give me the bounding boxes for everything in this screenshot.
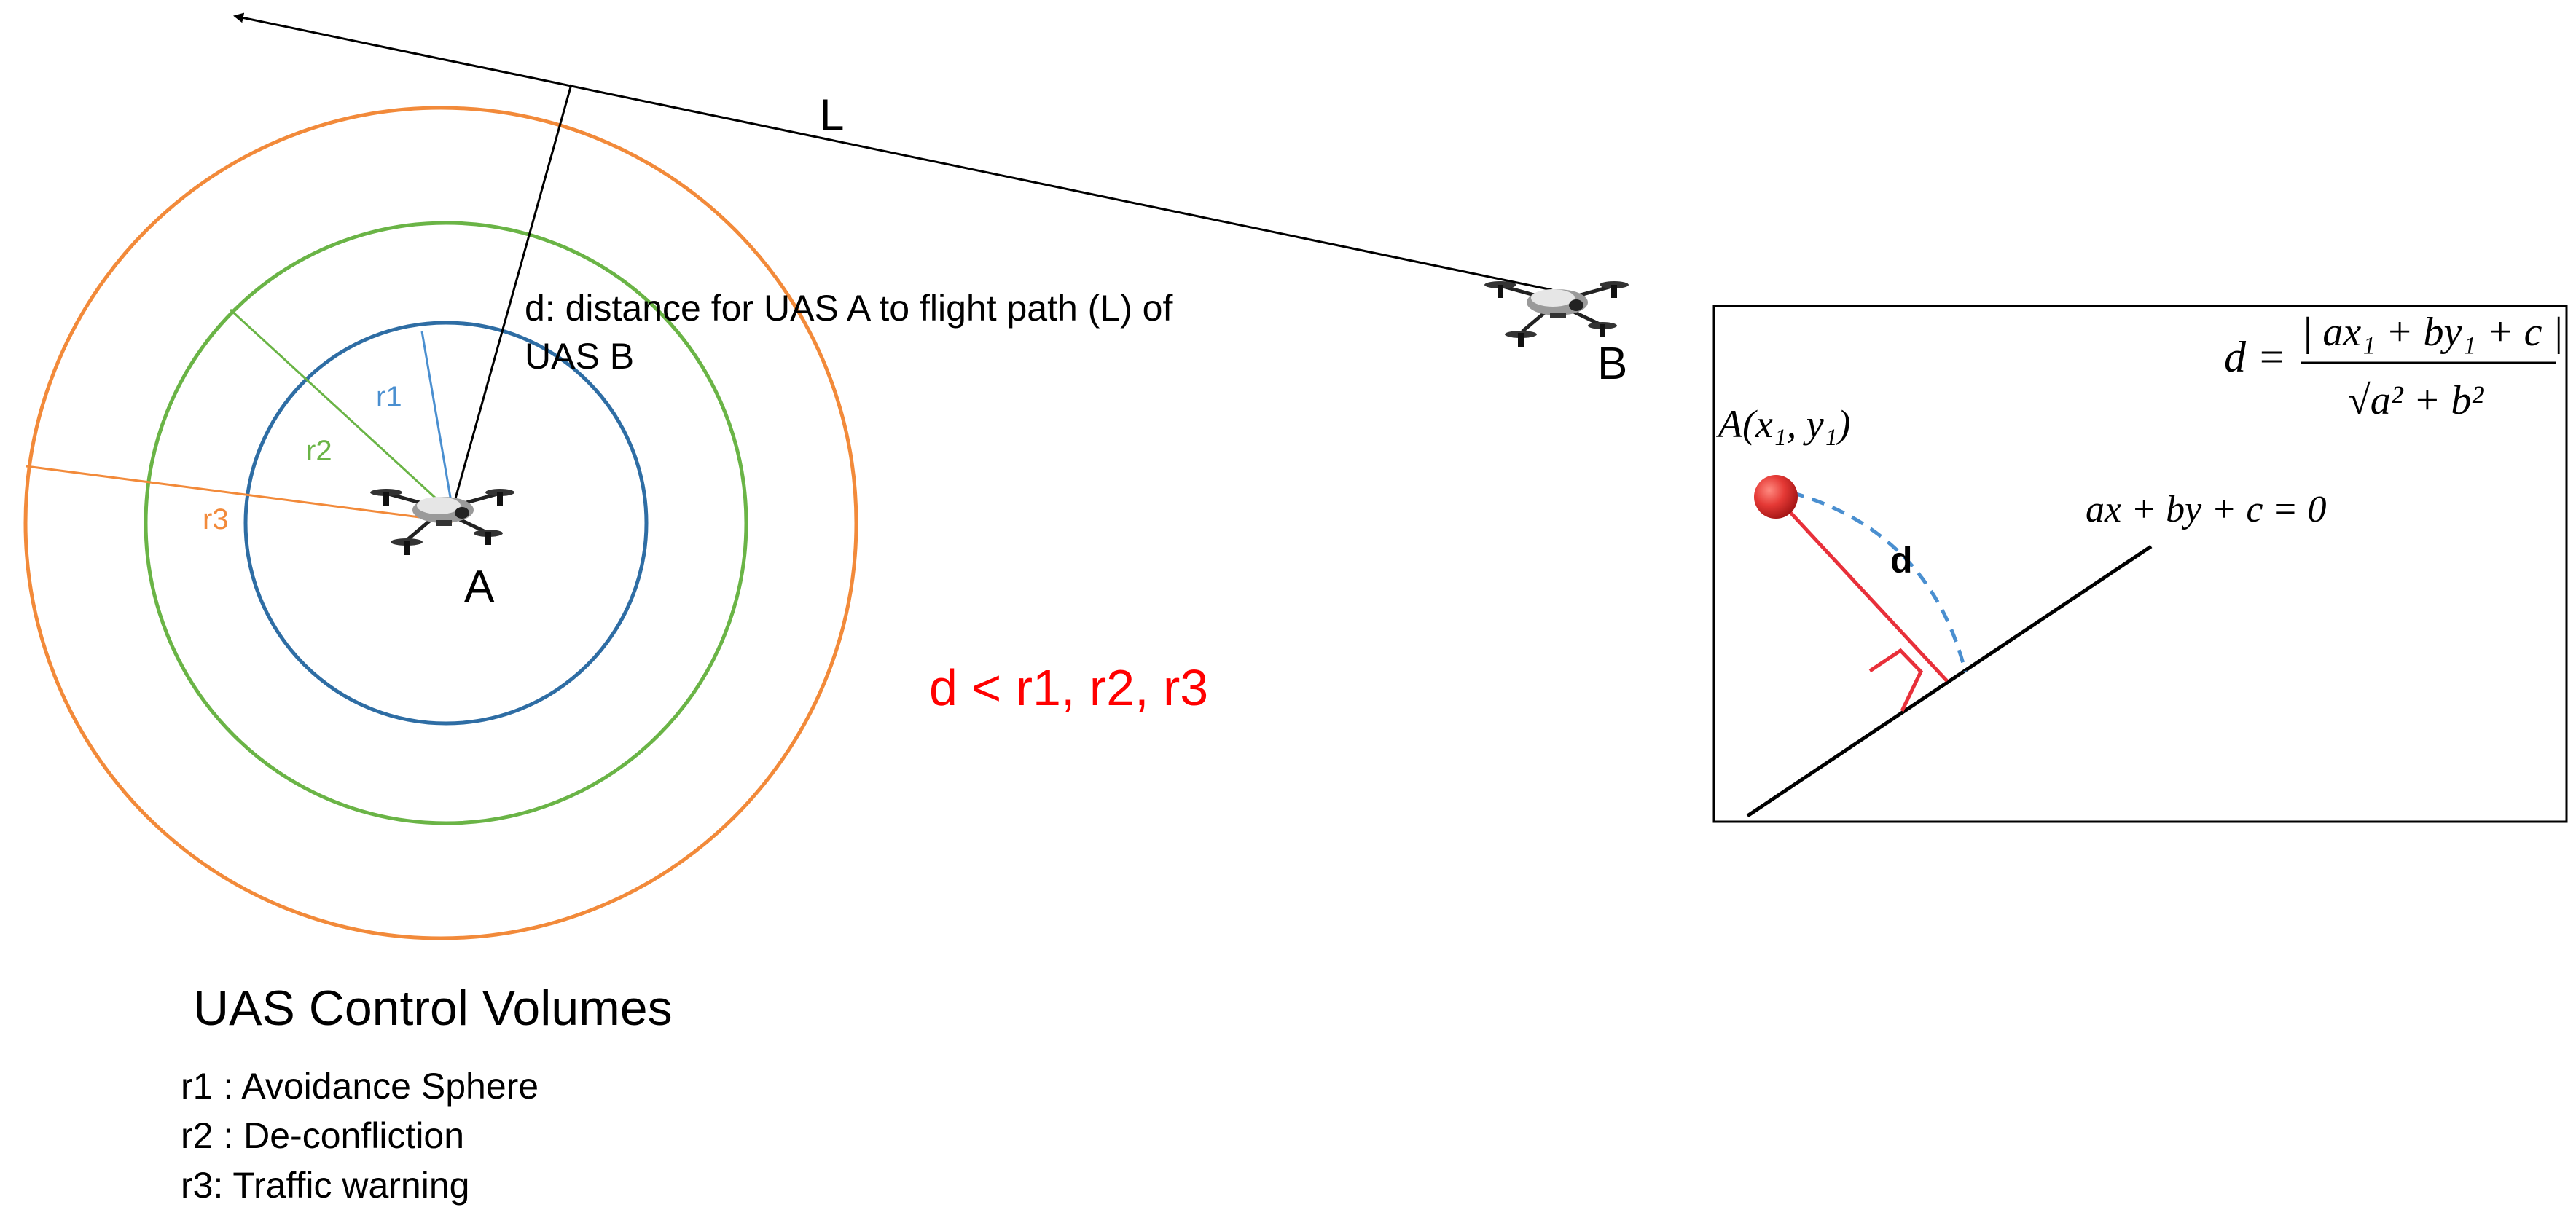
r1-label: r1 xyxy=(376,381,402,413)
legend-title: UAS Control Volumes xyxy=(193,981,673,1036)
drone-icon xyxy=(370,489,514,555)
condition-label: d < r1, r2, r3 xyxy=(929,659,1208,716)
inset-point-label: A(x₁, y₁) xyxy=(1716,402,1850,446)
right-angle-marker xyxy=(1868,648,1924,712)
r2-radius-line xyxy=(229,308,455,516)
inset-line-equation: ax + by + c = 0 xyxy=(2086,489,2327,530)
distance-line xyxy=(450,84,573,512)
r3-traffic-warning-circle xyxy=(23,106,858,940)
inset-perpendicular xyxy=(1774,495,1949,683)
r2-deconfliction-circle xyxy=(144,221,748,825)
inset-d-label: d xyxy=(1890,540,1913,581)
formula-numerator: | ax₁ + by₁ + c | xyxy=(2301,310,2564,355)
r3-radius-line xyxy=(26,465,454,523)
inset-dashed-arc xyxy=(1790,490,1968,672)
distance-formula-inset: d A(x₁, y₁) ax + by + c = 0 d = | ax₁ + … xyxy=(1712,304,2568,823)
distance-label-line2: UAS B xyxy=(525,336,634,377)
r1-avoidance-circle xyxy=(243,321,649,726)
r1-radius-line xyxy=(420,331,455,515)
formula-lhs: d = xyxy=(2224,333,2287,381)
uas-b-label: B xyxy=(1597,339,1627,389)
legend-item-r2: r2 : De-confliction xyxy=(181,1115,464,1156)
legend-item-r1: r1 : Avoidance Sphere xyxy=(181,1066,539,1107)
point-a-marker xyxy=(1754,475,1798,519)
inset-line xyxy=(1746,544,2153,818)
uas-a-label: A xyxy=(464,562,495,612)
path-label: L xyxy=(820,90,844,139)
drone-icon xyxy=(1484,281,1629,347)
r3-label: r3 xyxy=(203,503,229,535)
legend-item-r3: r3: Traffic warning xyxy=(181,1165,469,1206)
flight-path-line xyxy=(233,12,1553,291)
distance-label-line1: d: distance for UAS A to flight path (L)… xyxy=(525,288,1172,329)
formula-denominator: √a² + b² xyxy=(2348,378,2484,423)
r2-label: r2 xyxy=(306,435,332,467)
